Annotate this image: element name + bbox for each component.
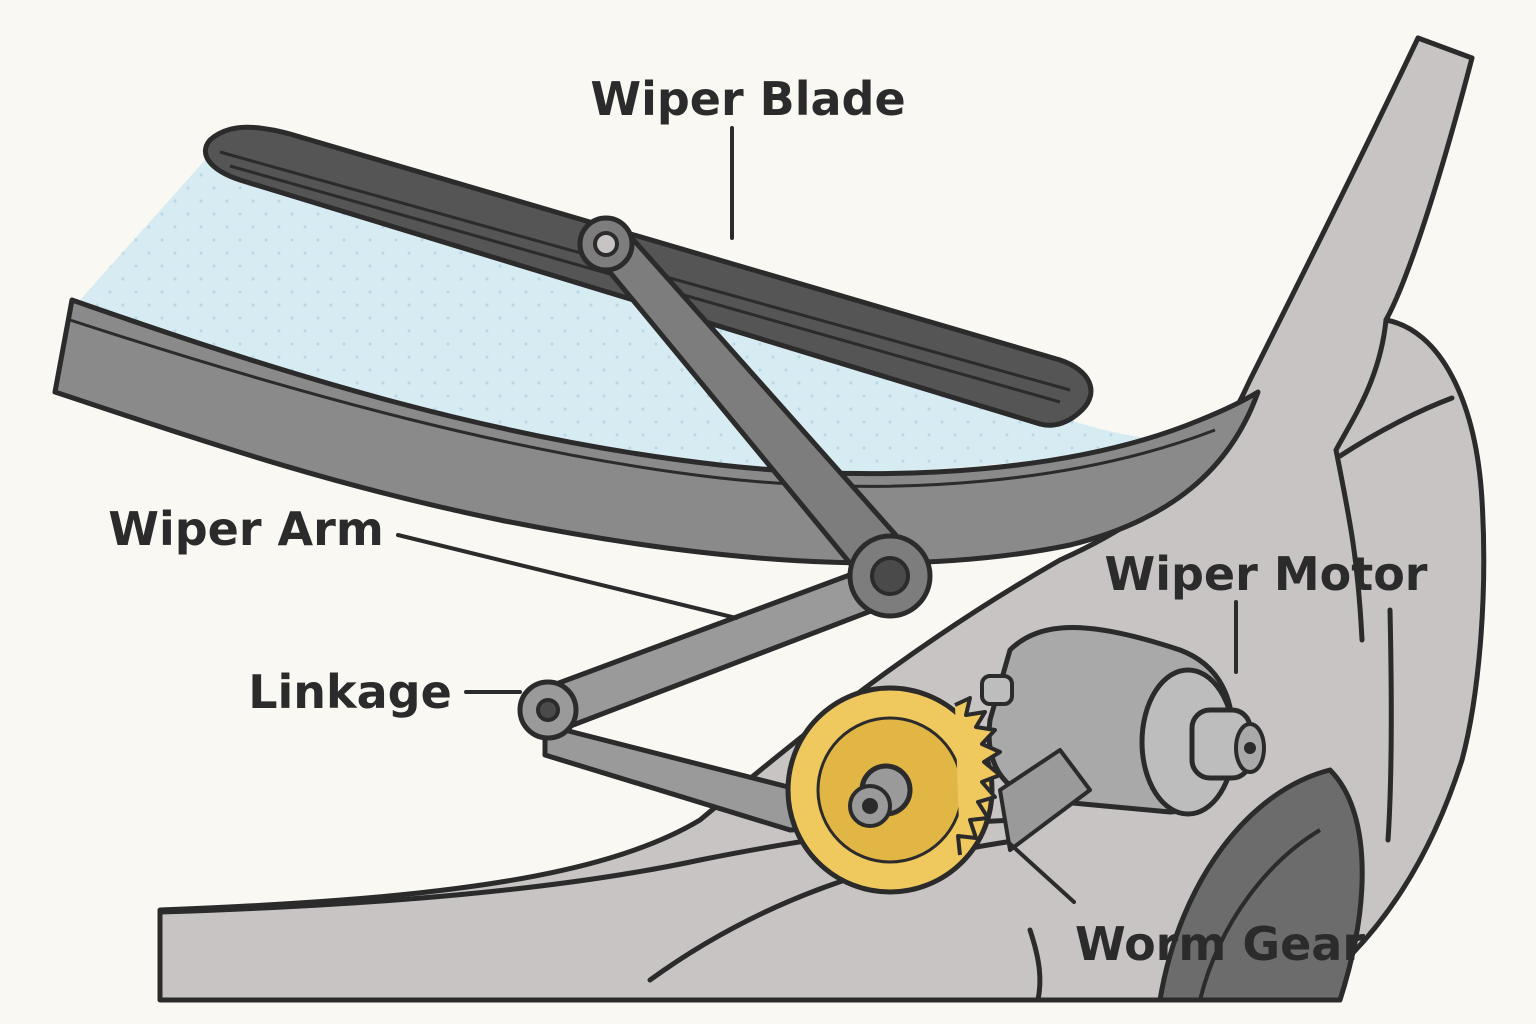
arm-pivot <box>847 533 933 619</box>
wheel-arch <box>1157 767 1365 1003</box>
worm-gear <box>785 685 1002 895</box>
leader-lines <box>396 126 1238 904</box>
motor-bracket <box>998 748 1092 852</box>
label-linkage: Linkage <box>248 665 452 719</box>
label-wiper-motor: Wiper Motor <box>1105 547 1428 601</box>
label-worm-gear: Worm Gear <box>1075 917 1365 971</box>
leader-wiper-arm <box>396 533 738 620</box>
label-wiper-blade: Wiper Blade <box>590 72 905 126</box>
label-wiper-arm: Wiper Arm <box>108 502 384 556</box>
windshield-cowl <box>52 297 1261 566</box>
windshield <box>80 160 1180 474</box>
linkage-pivot <box>517 679 579 741</box>
leader-worm-gear <box>1006 840 1076 904</box>
